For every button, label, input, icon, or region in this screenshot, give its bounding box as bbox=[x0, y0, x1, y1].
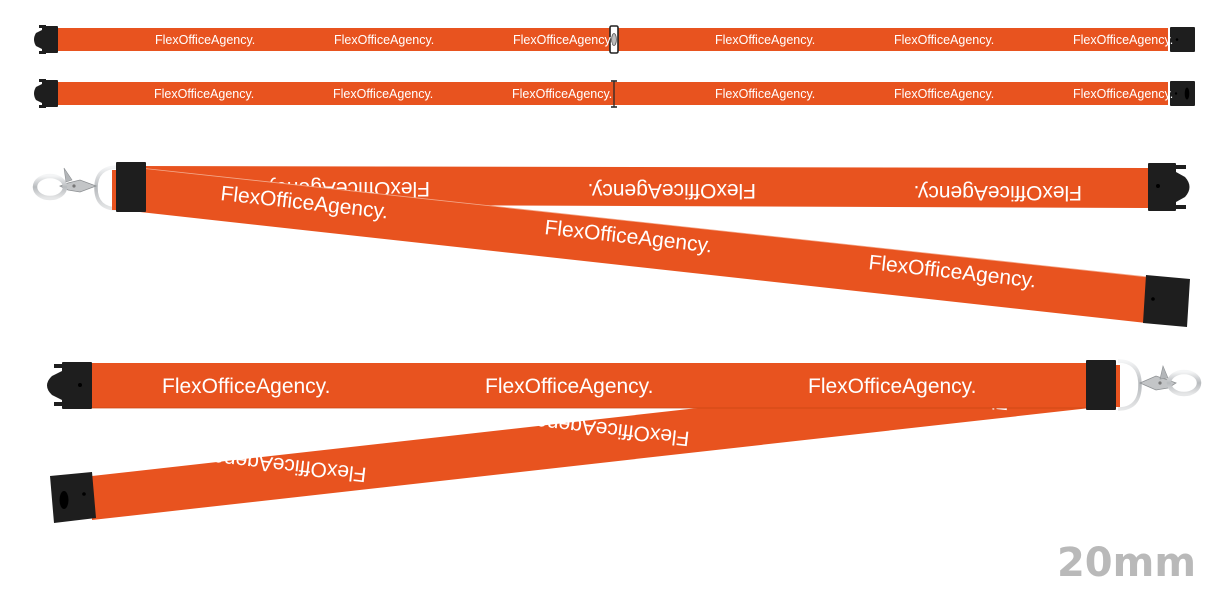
brand-print: FlexOfficeAgency. bbox=[1073, 33, 1173, 47]
brand-print-inverted: FlexOfficeAgency. bbox=[588, 179, 756, 202]
brand-print-inverted: FlexOfficeAgency. bbox=[914, 181, 1082, 204]
buckle-clip-icon bbox=[34, 79, 58, 108]
brand-print: FlexOfficeAgency. bbox=[333, 87, 433, 101]
brand-print: FlexOfficeAgency. bbox=[715, 33, 815, 47]
brand-print: FlexOfficeAgency. bbox=[513, 33, 613, 47]
end-stopper-icon bbox=[1170, 81, 1195, 106]
strap-sleeve-icon bbox=[116, 162, 146, 212]
strap-sleeve-icon bbox=[1086, 360, 1116, 410]
brand-print: FlexOfficeAgency. bbox=[485, 375, 653, 398]
brand-print: FlexOfficeAgency. bbox=[1073, 87, 1173, 101]
brand-print: FlexOfficeAgency. bbox=[715, 87, 815, 101]
brand-print: FlexOfficeAgency. bbox=[808, 375, 976, 398]
front-strap bbox=[140, 168, 1148, 323]
buckle-clip-icon bbox=[47, 362, 92, 409]
flat-strap-back: FlexOfficeAgency. FlexOfficeAgency. Flex… bbox=[34, 79, 1195, 108]
buckle-clip-icon bbox=[34, 25, 58, 54]
thin-connector-icon bbox=[611, 80, 617, 108]
end-stopper-icon bbox=[50, 472, 96, 523]
swivel-hook-icon bbox=[32, 165, 120, 211]
brand-print: FlexOfficeAgency. bbox=[334, 33, 434, 47]
strap-width-label: 20mm bbox=[1056, 540, 1196, 586]
swivel-hook-icon bbox=[1112, 359, 1202, 411]
hanging-lanyard-right-hook: FlexOfficeAgency. FlexOfficeAgency. Flex… bbox=[47, 359, 1202, 523]
end-stopper-icon bbox=[1143, 275, 1190, 327]
strap-full bbox=[52, 82, 1168, 105]
flat-strap-front: FlexOfficeAgency. FlexOfficeAgency. Flex… bbox=[34, 25, 1195, 54]
end-stopper-icon bbox=[1170, 27, 1195, 52]
strap-left-half bbox=[52, 28, 612, 51]
brand-print: FlexOfficeAgency. bbox=[155, 33, 255, 47]
buckle-clip-icon bbox=[1148, 163, 1190, 211]
brand-print: FlexOfficeAgency. bbox=[512, 87, 612, 101]
hanging-lanyard-left-hook: FlexOfficeAgency. FlexOfficeAgency. Flex… bbox=[32, 162, 1190, 327]
brand-print: FlexOfficeAgency. bbox=[154, 87, 254, 101]
breakaway-connector-icon bbox=[609, 25, 619, 54]
brand-print: FlexOfficeAgency. bbox=[162, 375, 330, 398]
front-strap bbox=[88, 363, 1090, 408]
strap-right-half bbox=[616, 28, 1168, 51]
brand-print: FlexOfficeAgency. bbox=[894, 87, 994, 101]
brand-print: FlexOfficeAgency. bbox=[894, 33, 994, 47]
